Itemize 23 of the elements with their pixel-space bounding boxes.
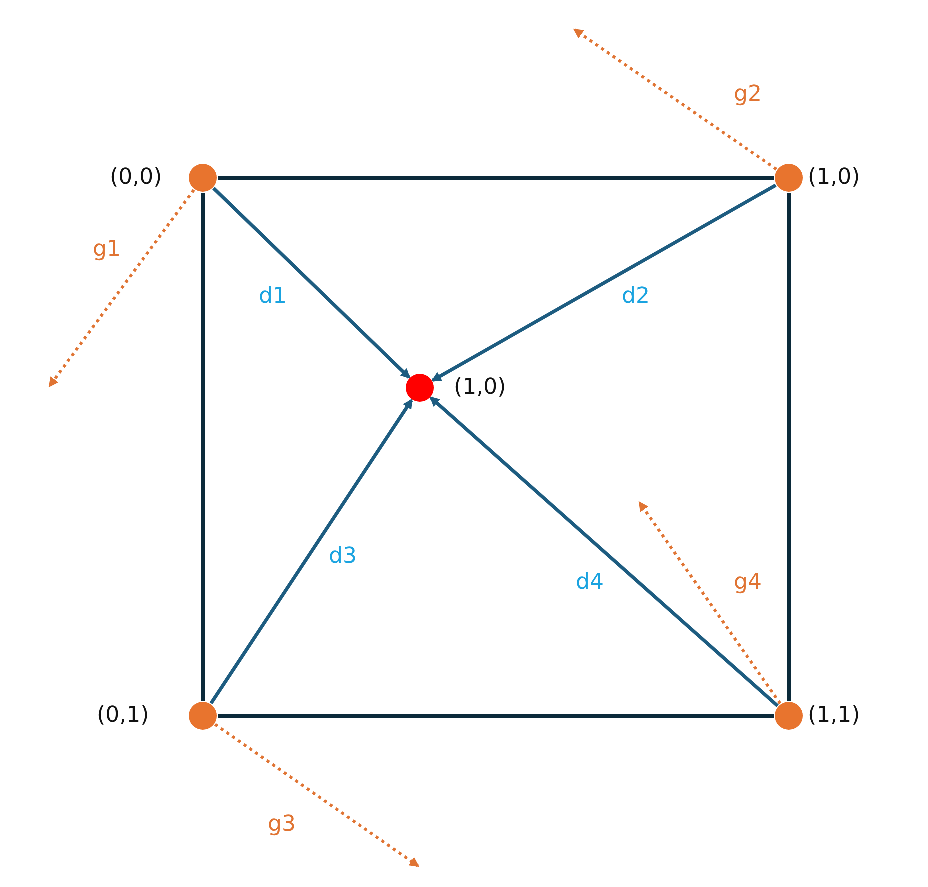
point-dot [775,702,803,730]
connector-line [218,176,774,180]
arrow [430,396,779,708]
arrow [210,398,414,704]
point-dot [406,374,434,402]
connector-line [787,193,791,701]
connector-line [201,193,205,701]
point-dot [189,702,217,730]
coordinate-label: (0,1) [97,705,150,727]
coordinate-label: (0,0) [110,167,162,189]
point-dot [189,164,217,192]
coordinate-label: (1,0) [454,377,506,399]
connector-line [218,714,774,718]
dotted-arrow [638,501,782,705]
arrow [431,184,777,382]
coordinate-label: (1,0) [808,167,860,189]
dotted-arrow [214,723,420,868]
edge-label: g4 [732,571,764,595]
dotted-arrow [48,189,196,388]
point-dot [775,164,803,192]
arrow [212,187,411,379]
coordinate-label: (1,1) [808,705,860,727]
dotted-arrow [573,28,778,171]
